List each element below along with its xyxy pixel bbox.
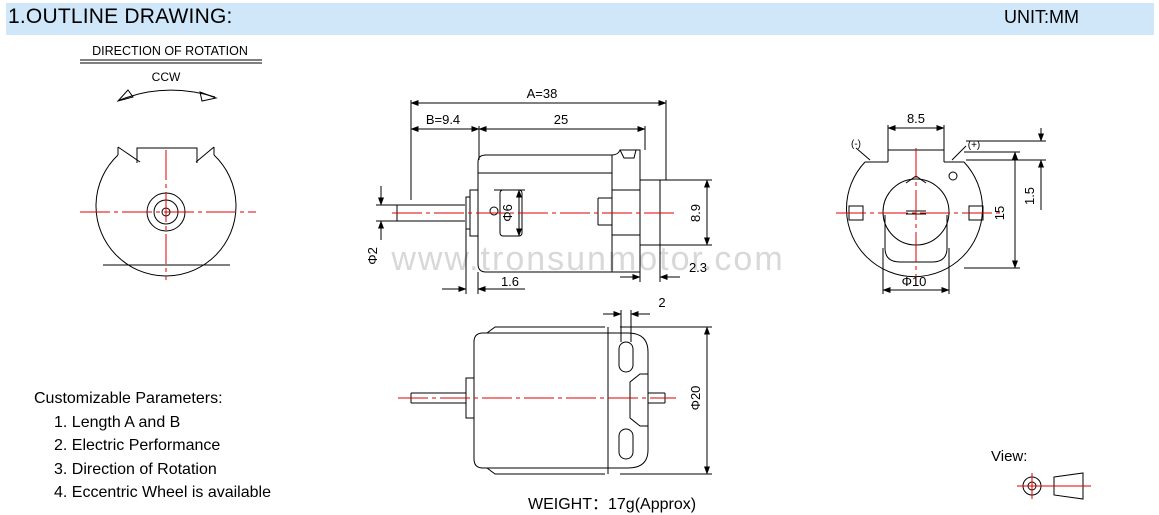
top-view-labels: 2 Φ20 bbox=[658, 295, 703, 410]
rotation-direction: CCW bbox=[152, 70, 181, 84]
parameter-item: 3. Direction of Rotation bbox=[54, 460, 217, 478]
dim-shaft-offset: 1.6 bbox=[501, 274, 519, 289]
dim-width: 15 bbox=[992, 206, 1007, 220]
dim-terminal-width: 8.5 bbox=[907, 111, 925, 126]
parameter-item: 1. Length A and B bbox=[54, 413, 181, 431]
dim-a: A=38 bbox=[527, 86, 558, 101]
rotation-view: DIRECTION OF ROTATION CCW bbox=[80, 44, 262, 277]
dim-boss-dia: Φ6 bbox=[500, 204, 515, 222]
top-view bbox=[410, 310, 712, 475]
dim-tab-width: 2 bbox=[658, 295, 665, 310]
title-bar bbox=[6, 3, 1154, 35]
dim-body-length: 25 bbox=[554, 112, 568, 127]
dim-terminal-offset: 1.5 bbox=[1022, 187, 1037, 205]
rotation-view-centerlines bbox=[80, 150, 256, 280]
end-view-labels: 8.5 Φ10 15 1.5 (-) (+) bbox=[851, 111, 1037, 289]
unit-label: UNIT:MM bbox=[1004, 7, 1079, 27]
dim-body-dia: Φ20 bbox=[688, 386, 703, 411]
parameter-item: 2. Electric Performance bbox=[54, 437, 221, 454]
page-title: 1.OUTLINE DRAWING: bbox=[8, 5, 233, 28]
parameter-item: 4. Eccentric Wheel is available bbox=[54, 484, 271, 501]
dim-shaft-dia: Φ2 bbox=[365, 247, 380, 265]
dim-b: B=9.4 bbox=[426, 112, 460, 127]
end-view-centerlines bbox=[836, 148, 1000, 285]
dim-height: 8.9 bbox=[688, 204, 703, 222]
customizable-parameters: Customizable Parameters: 1. Length A and… bbox=[34, 387, 271, 505]
dim-end-cap: 2.3 bbox=[689, 260, 707, 275]
dim-end-dia: Φ10 bbox=[902, 274, 927, 289]
projection-symbol-centerlines bbox=[1017, 473, 1091, 499]
rotation-heading: DIRECTION OF ROTATION bbox=[92, 44, 248, 58]
terminal-positive: (+) bbox=[968, 140, 981, 151]
terminal-negative: (-) bbox=[851, 139, 861, 150]
parameters-heading: Customizable Parameters: bbox=[34, 390, 223, 407]
side-view-labels: A=38 B=9.4 25 8.9 Φ6 Φ2 1.6 2.3 bbox=[365, 86, 707, 289]
weight-label: WEIGHT：17g(Approx) bbox=[528, 496, 697, 513]
end-view bbox=[846, 125, 1046, 294]
view-label: View: bbox=[991, 448, 1028, 465]
